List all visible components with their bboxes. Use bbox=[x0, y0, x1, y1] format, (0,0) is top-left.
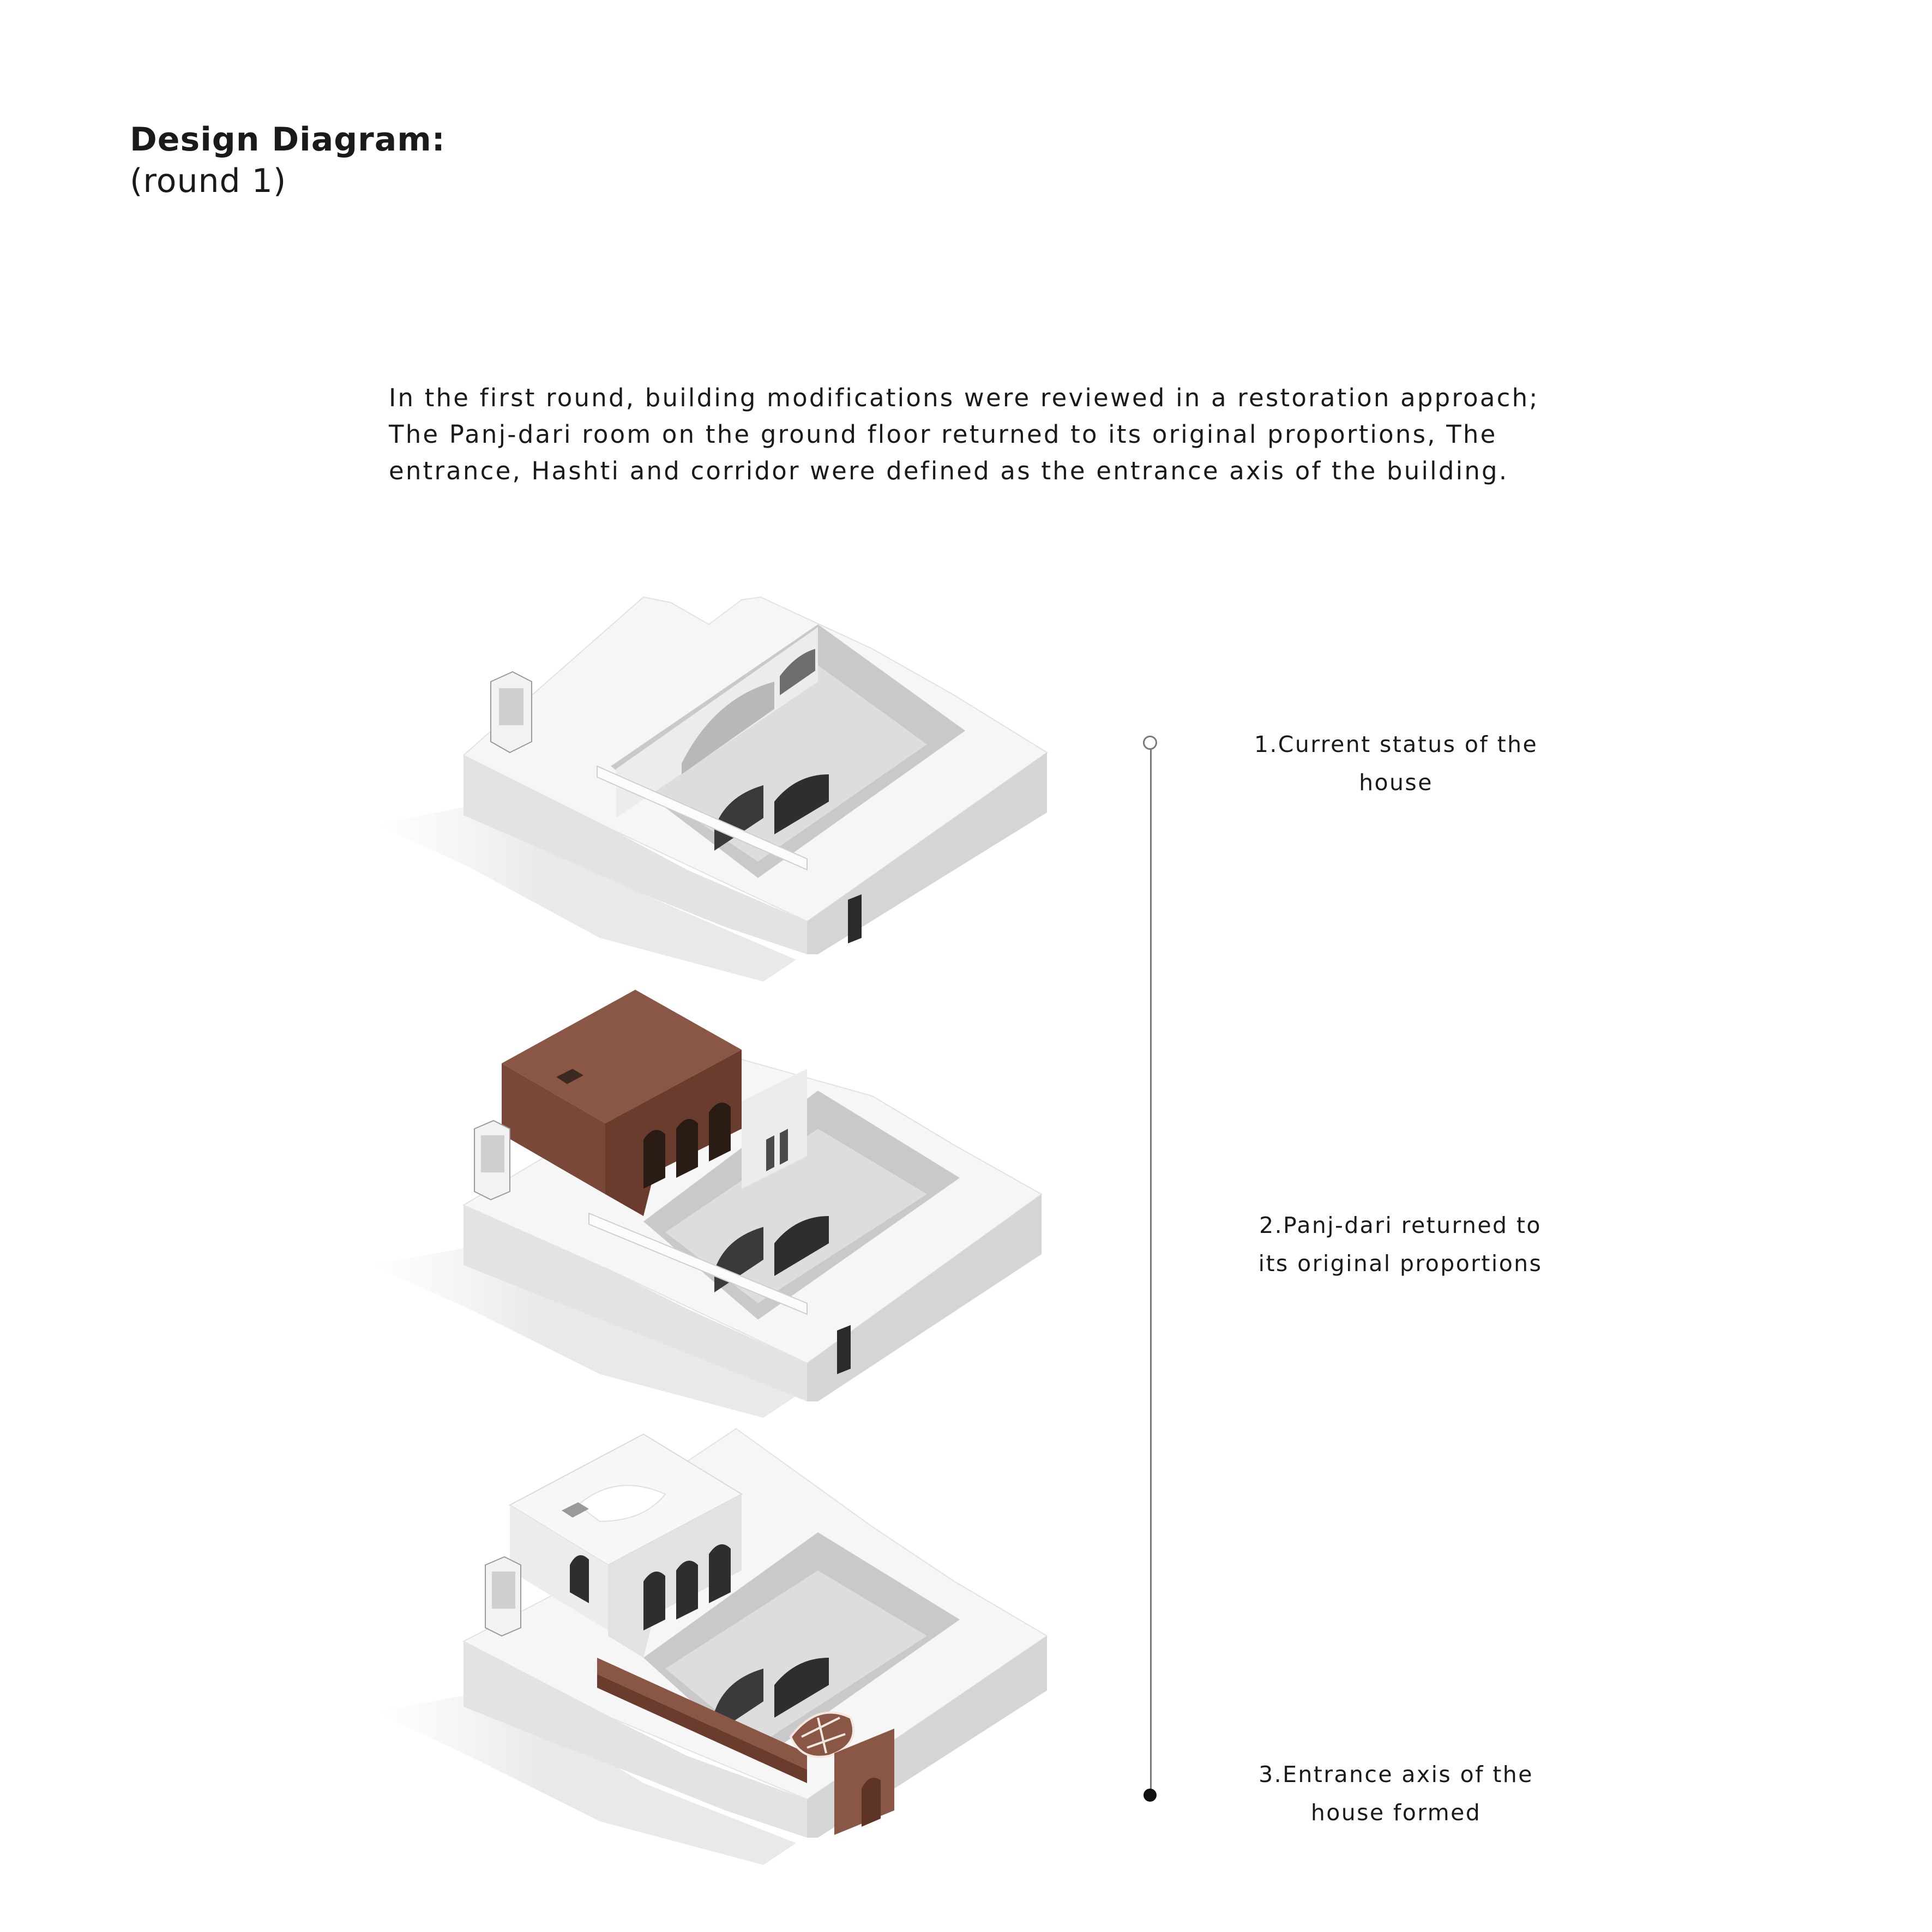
right-wall bbox=[807, 753, 1047, 954]
panj-dari-skylight bbox=[556, 1069, 583, 1084]
timeline-end-marker bbox=[1143, 1789, 1157, 1802]
model-panj-dari bbox=[371, 990, 1043, 1418]
step-label-3: 3.Entrance axis of the house formed bbox=[1205, 1755, 1587, 1832]
intro-paragraph: In the first round, building modificatio… bbox=[389, 380, 1621, 489]
entrance-door bbox=[837, 1325, 851, 1374]
arch-opening bbox=[682, 682, 774, 774]
intro-line: entrance, Hashti and corridor were defin… bbox=[389, 456, 1509, 485]
panj-dari-arches bbox=[570, 1544, 731, 1630]
intro-line: The Panj-dari room on the ground floor r… bbox=[389, 420, 1497, 449]
hashti-ribs bbox=[801, 1717, 846, 1754]
lower-arch bbox=[774, 1216, 829, 1276]
tower-window bbox=[481, 1135, 504, 1172]
entrance-corridor-wall bbox=[597, 1674, 807, 1783]
panj-dari-roof bbox=[502, 990, 742, 1123]
skylight bbox=[562, 1502, 589, 1518]
step-label-line: house bbox=[1359, 769, 1433, 796]
timeline-start-marker bbox=[1143, 736, 1157, 750]
model-current-status bbox=[376, 596, 1048, 982]
intro-line: In the first round, building modificatio… bbox=[389, 383, 1539, 412]
step-label-line: 2.Panj-dari returned to bbox=[1259, 1212, 1542, 1238]
lower-arch bbox=[774, 1658, 829, 1718]
courtyard-rim bbox=[597, 765, 808, 871]
step-label-1: 1.Current status of the house bbox=[1205, 725, 1587, 802]
step-label-line: 3.Entrance axis of the bbox=[1259, 1761, 1533, 1787]
upper-windows bbox=[766, 1129, 788, 1171]
tower-window bbox=[499, 688, 523, 725]
step-label-line: 1.Current status of the bbox=[1254, 731, 1538, 757]
panj-dari-arches bbox=[643, 1103, 731, 1189]
step-label-line: its original proportions bbox=[1258, 1250, 1543, 1277]
left-wall bbox=[464, 1641, 807, 1838]
tower-window bbox=[492, 1572, 515, 1609]
ground-shadow bbox=[376, 802, 796, 982]
page-subtitle: (round 1) bbox=[130, 162, 287, 200]
panj-dari-side bbox=[608, 1494, 742, 1658]
panj-dari-side bbox=[605, 1050, 742, 1216]
diagram-header: Design Diagram: (round 1) bbox=[130, 119, 446, 202]
courtyard-floor bbox=[643, 665, 927, 862]
step-label-2: 2.Panj-dari returned to its original pro… bbox=[1209, 1206, 1591, 1283]
lower-arch bbox=[774, 774, 829, 834]
step-label-line: house formed bbox=[1310, 1799, 1482, 1826]
timeline-line bbox=[1150, 746, 1152, 1796]
model-entrance-axis bbox=[376, 1428, 1048, 1865]
entrance-door bbox=[848, 894, 862, 943]
courtyard-rim bbox=[588, 1212, 808, 1315]
left-wall bbox=[464, 755, 807, 954]
arch-opening bbox=[780, 649, 815, 695]
entrance-door bbox=[862, 1778, 881, 1827]
dome bbox=[577, 1485, 666, 1522]
upper-block bbox=[742, 1069, 807, 1189]
left-wall bbox=[464, 1205, 807, 1401]
ground-shadow bbox=[376, 1690, 796, 1865]
entrance-corridor bbox=[597, 1658, 807, 1770]
page-title: Design Diagram: bbox=[130, 121, 446, 159]
panj-dari-front bbox=[502, 1063, 605, 1194]
right-wall bbox=[807, 1194, 1042, 1401]
ground-shadow bbox=[371, 1243, 796, 1418]
